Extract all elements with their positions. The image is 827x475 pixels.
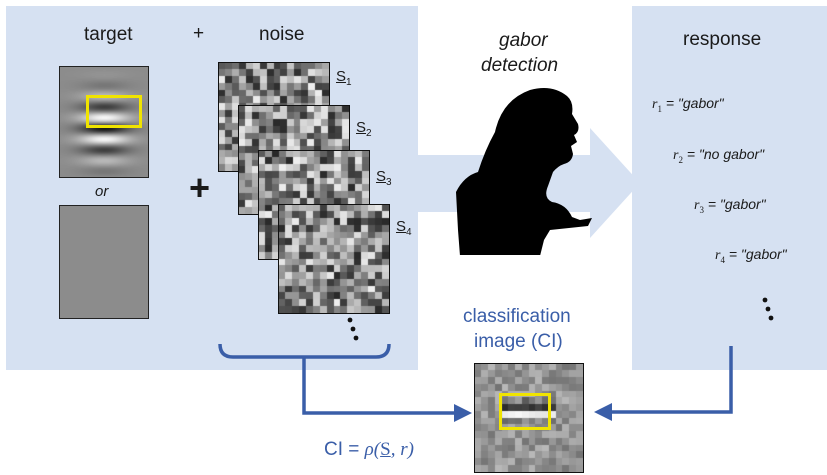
ci-formula: CI = ρ(S, r): [324, 439, 414, 460]
stimulus-label-1: S1: [336, 68, 352, 88]
gabor-target-image: [59, 66, 149, 178]
noise-ellipsis-icon: [347, 317, 359, 341]
stimulus-label-3: S3: [376, 168, 392, 188]
response-4: r4 = "gabor": [715, 246, 787, 265]
target-label: target: [84, 24, 133, 45]
plus-small-label: +: [193, 23, 205, 44]
detection-label-line1: gabor: [499, 30, 548, 51]
or-label: or: [95, 183, 109, 200]
response-1: r1 = "gabor": [652, 95, 724, 114]
target-highlight-box: [86, 95, 142, 128]
stimulus-label-2: S2: [356, 119, 372, 139]
ci-highlight-box: [499, 393, 551, 430]
response-label: response: [683, 29, 762, 50]
ci-label-line2: image (CI): [474, 331, 563, 352]
stimulus-label-4: S4: [396, 218, 412, 238]
response-ellipsis-icon: [762, 297, 774, 321]
noise-image-4: [278, 204, 390, 314]
observer-silhouette-icon: [456, 88, 592, 255]
ci-label-line1: classification: [463, 306, 571, 327]
classification-image: [474, 363, 584, 473]
response-3: r3 = "gabor": [694, 196, 766, 215]
response-2: r2 = "no gabor": [673, 146, 765, 165]
blank-gray-image: [59, 205, 149, 319]
noise-label: noise: [259, 24, 305, 45]
detection-label-line2: detection: [481, 55, 559, 76]
response-panel: [632, 6, 827, 370]
plus-large-label: +: [189, 167, 211, 208]
